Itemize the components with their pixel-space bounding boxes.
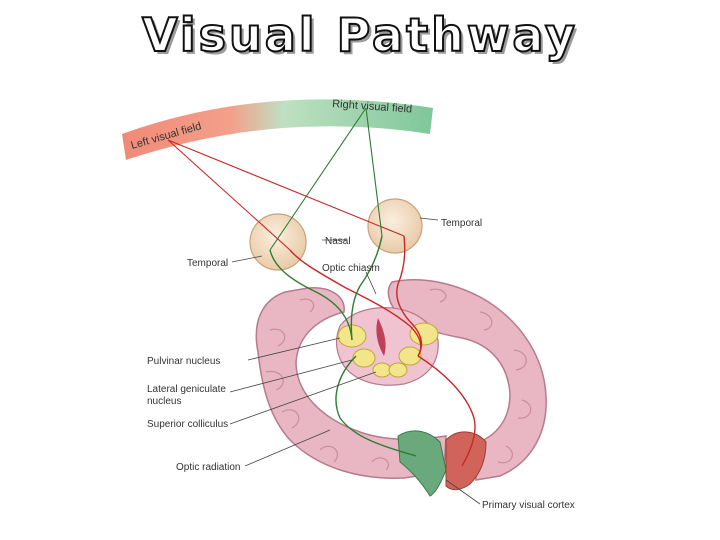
third-ventricle bbox=[376, 318, 386, 356]
lateral-geniculate-label-line2: nucleus bbox=[147, 396, 181, 407]
light-rays bbox=[167, 107, 405, 251]
right-primary-visual-cortex bbox=[445, 431, 487, 491]
left-eye bbox=[249, 213, 307, 271]
right-eye bbox=[367, 198, 423, 254]
right-field-pathway bbox=[269, 235, 417, 457]
pulvinar-nucleus-label: Pulvinar nucleus bbox=[147, 356, 220, 367]
temporal-label-right: Temporal bbox=[441, 218, 482, 229]
right-visual-field-label: Right visual field bbox=[332, 98, 413, 116]
left-field-pathway bbox=[289, 235, 476, 467]
optic-radiation-label: Optic radiation bbox=[176, 462, 240, 473]
superior-colliculus-label: Superior colliculus bbox=[147, 419, 228, 430]
primary-visual-cortex-label: Primary visual cortex bbox=[482, 500, 575, 511]
lateral-geniculate-label-line1: Lateral geniculate bbox=[147, 384, 226, 395]
optic-chiasm-label: Optic chiasm bbox=[322, 263, 380, 274]
visual-field-band bbox=[122, 99, 433, 160]
superior-colliculus-shapes bbox=[372, 362, 408, 378]
nasal-label: Nasal bbox=[325, 236, 351, 247]
gyri-texture bbox=[265, 288, 532, 471]
slide-title: Visual Pathway bbox=[141, 7, 578, 63]
left-primary-visual-cortex bbox=[397, 430, 447, 497]
temporal-label-left: Temporal bbox=[187, 258, 228, 269]
lateral-geniculate-shapes bbox=[352, 346, 422, 368]
leader-lines bbox=[229, 217, 481, 505]
